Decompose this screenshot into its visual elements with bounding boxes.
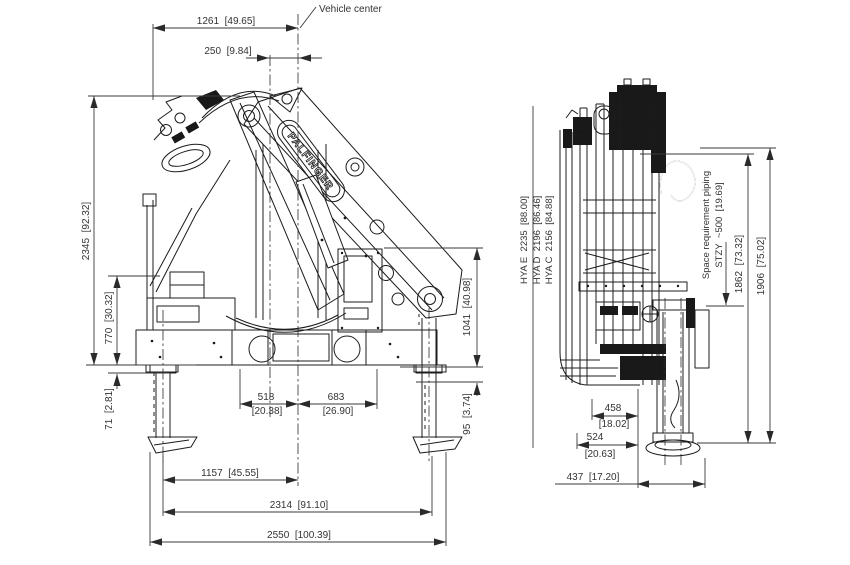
dim-437-label: 437 [17.20] <box>567 472 620 483</box>
dim-458-label: 458 <box>605 403 622 414</box>
dim-683-label: 683 <box>328 392 345 403</box>
side-view <box>559 78 710 457</box>
dim-518-inch-label: [20.38] <box>252 406 283 417</box>
front-view-dimensions: 1261 [49.65] 250 [9.84] 2345 [92.32] 770… <box>81 16 483 546</box>
dim-95-label: 95 [3.74] <box>462 393 473 435</box>
dim-518-label: 518 <box>258 392 275 403</box>
dim-524-inch-label: [20.63] <box>585 449 616 460</box>
side-view-dimensions: HYA E 2235 [88.00] HYA D 2196 [86.46] HY… <box>519 106 776 488</box>
dim-770-label: 770 [30.32] <box>104 291 115 344</box>
dim-2314-label: 2314 [91.10] <box>270 500 329 511</box>
dim-1261-label: 1261 [49.65] <box>197 16 256 27</box>
dim-683-inch-label: [26.90] <box>323 406 354 417</box>
dim-524-label: 524 <box>587 432 604 443</box>
space-requirement-label: Space requirement piping <box>701 171 712 279</box>
dim-1862-label: 1862 [73.32] <box>734 235 745 294</box>
dim-hya-d-label: HYA D 2196 [86.46] <box>532 196 543 285</box>
dim-2550-label: 2550 [100.39] <box>267 530 331 541</box>
dim-hya-c-label: HYA C 2156 [84.88] <box>544 196 555 285</box>
vehicle-center-callout: Vehicle center <box>299 4 382 29</box>
front-view: PALFINGER <box>135 87 463 454</box>
dim-458-inch-label: [18.02] <box>599 419 630 430</box>
dim-1157-label: 1157 [45.55] <box>201 468 259 479</box>
dim-2345-label: 2345 [92.32] <box>81 202 92 261</box>
dim-1041-label: 1041 [40.98] <box>462 278 473 337</box>
dim-250-label: 250 [9.84] <box>204 46 251 57</box>
centerlines <box>162 14 682 486</box>
vehicle-center-label: Vehicle center <box>319 4 382 15</box>
dim-hya-e-label: HYA E 2235 [88.00] <box>519 196 530 284</box>
dim-1906-label: 1906 [75.02] <box>756 237 767 296</box>
stzy-500-label: STZY ~500 [19.69] <box>714 182 725 267</box>
dim-71-label: 71 [2.81] <box>104 388 115 430</box>
